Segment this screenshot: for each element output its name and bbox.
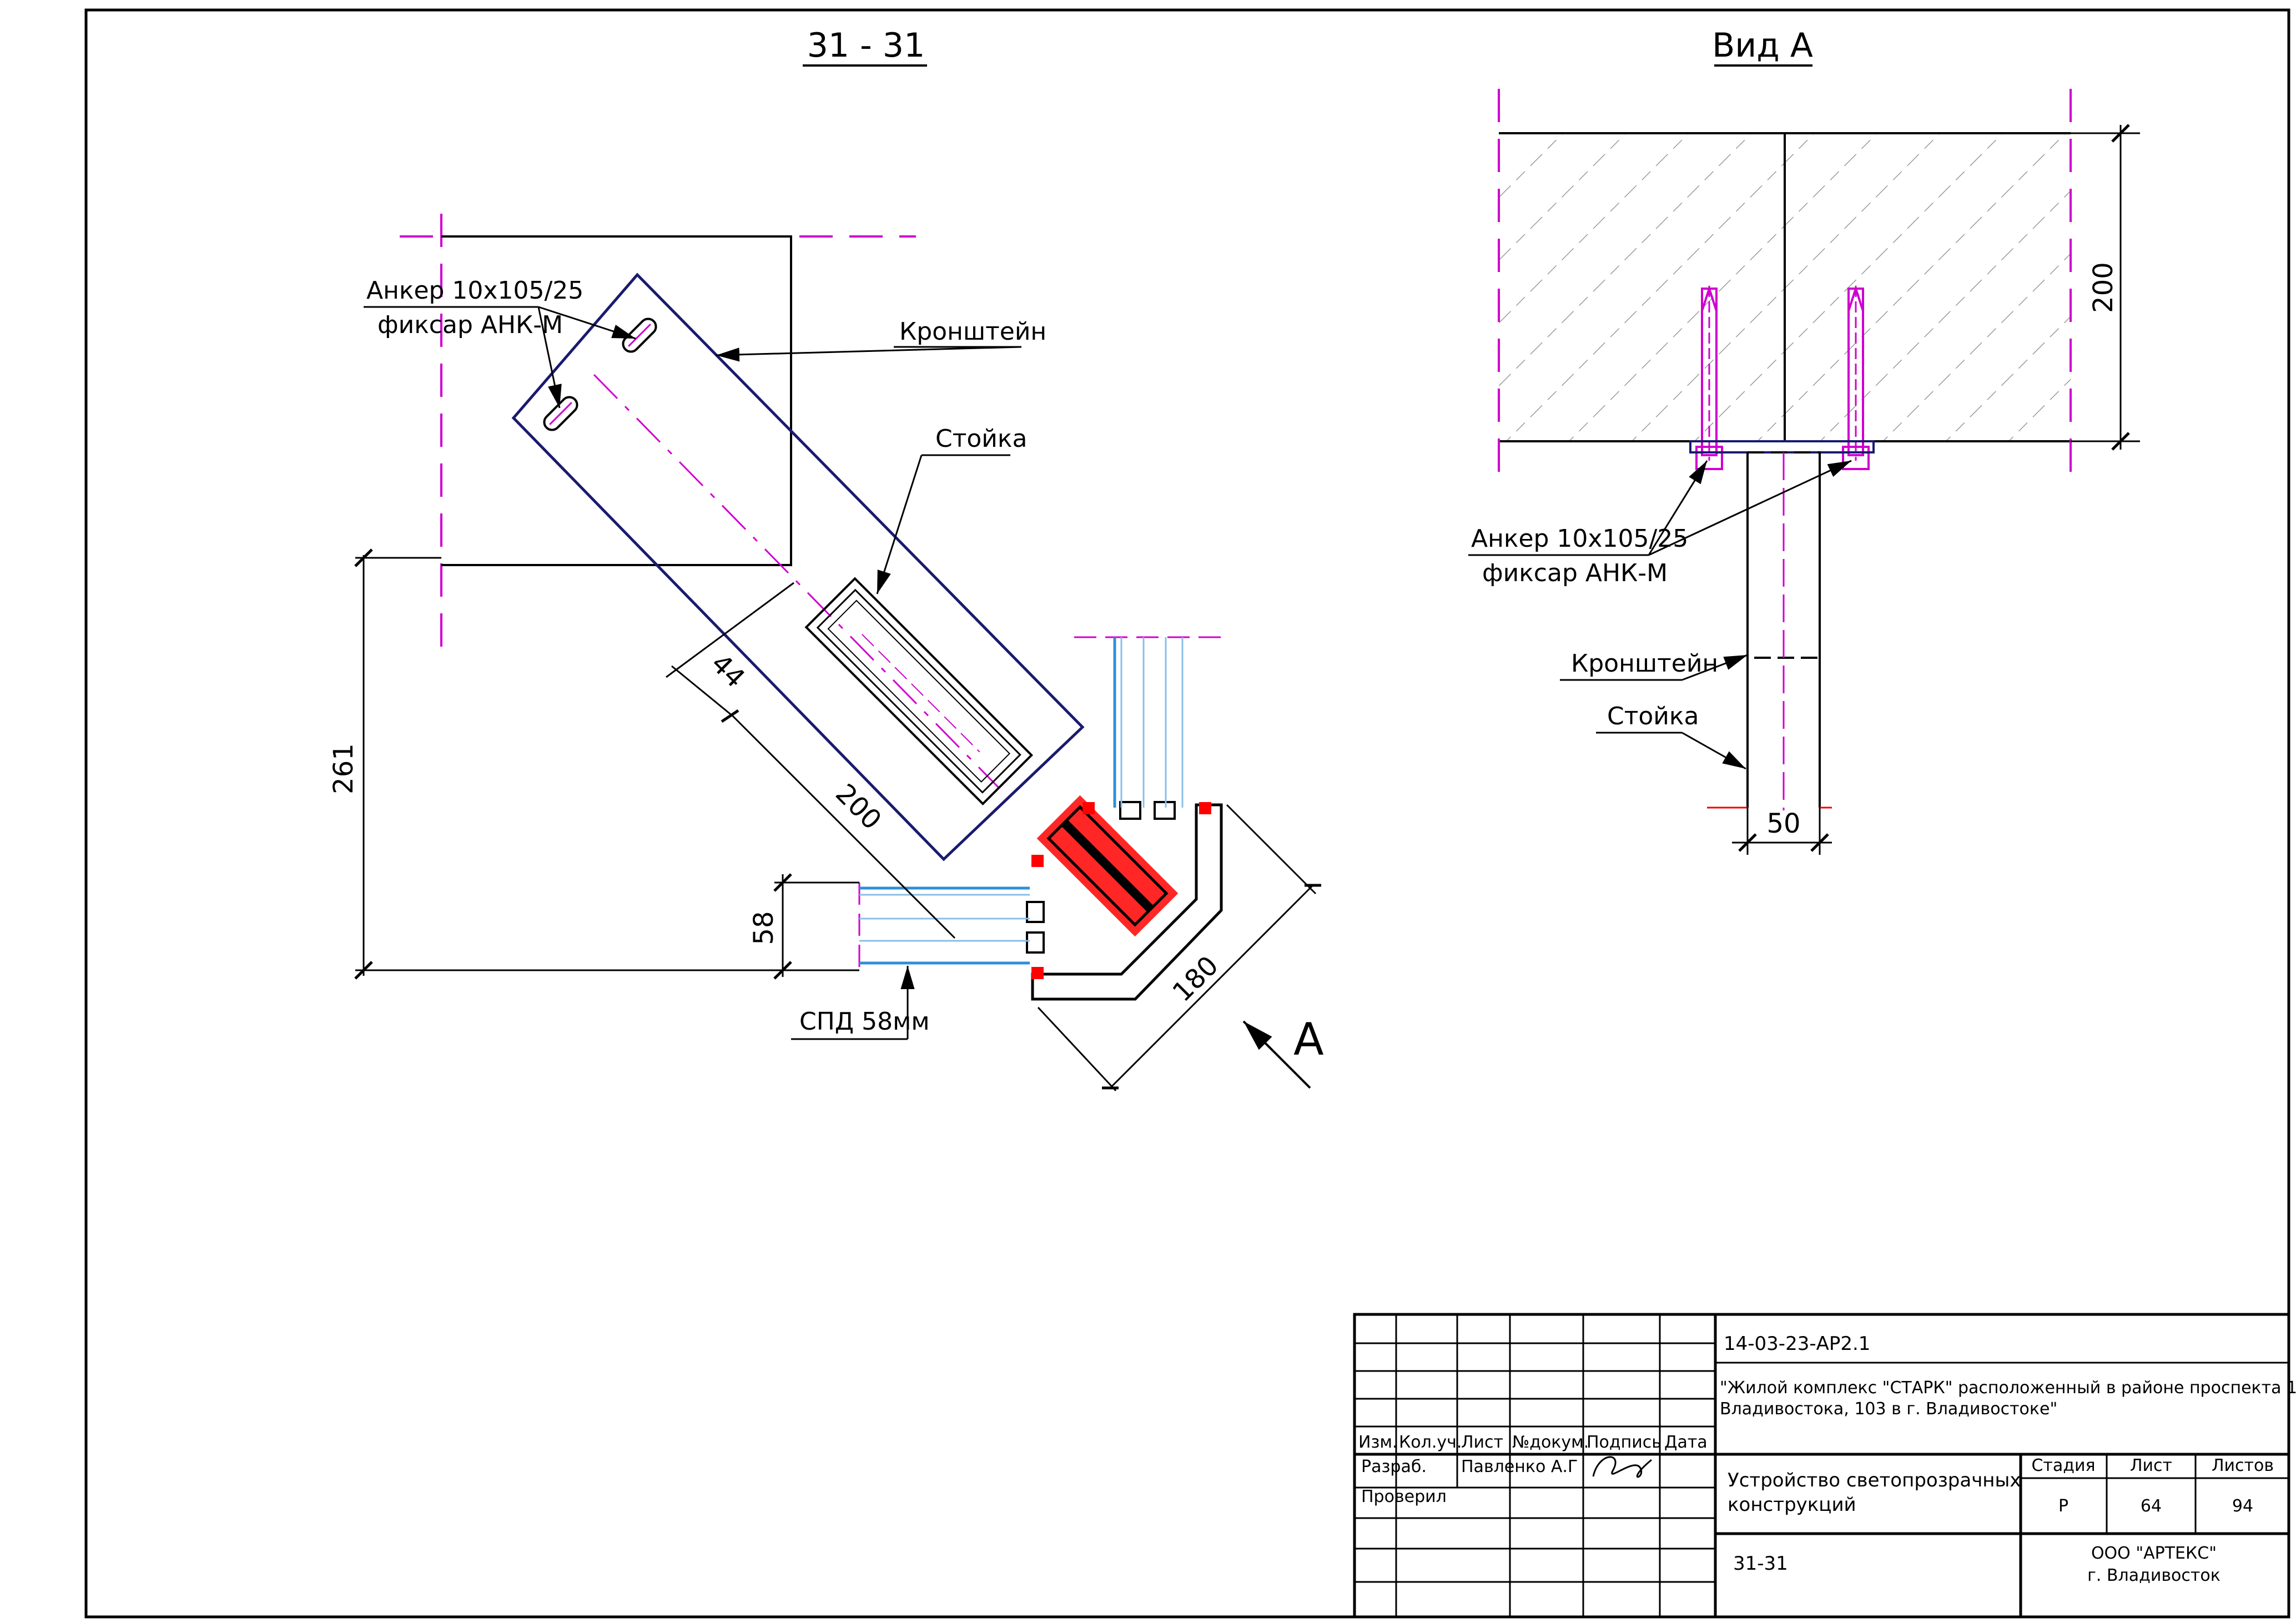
title-block bbox=[1353, 1313, 2290, 1619]
doc-title-2: конструкций bbox=[1728, 1494, 1856, 1516]
dimension-58 bbox=[773, 873, 859, 980]
corner-unit bbox=[1026, 795, 1223, 1001]
drawing-code: 14-03-23-АР2.1 bbox=[1724, 1333, 1870, 1355]
post-label: Стойка bbox=[935, 425, 1027, 453]
doc-title-1: Устройство светопрозрачных bbox=[1728, 1469, 2021, 1491]
dimension-200-left bbox=[732, 715, 956, 939]
dim-261-text: 261 bbox=[328, 743, 359, 794]
sheet-header: Лист bbox=[2130, 1456, 2172, 1475]
company-line-2: г. Владивосток bbox=[2087, 1566, 2221, 1585]
sheet-frame bbox=[84, 8, 2290, 1619]
anchor-leader-2 bbox=[537, 306, 562, 409]
hdr-ndok: №докум. bbox=[1512, 1433, 1589, 1452]
spacer-block-top-2 bbox=[1154, 801, 1176, 820]
section-31-31: 31 - 31 Анкер 10х105/25 фиксар АНК-М Кро… bbox=[328, 26, 1324, 1092]
bracket-plate bbox=[511, 273, 1085, 861]
dimension-44 bbox=[666, 582, 794, 723]
view-a-post-label: Стойка bbox=[1607, 702, 1699, 730]
seal-3 bbox=[1031, 967, 1044, 979]
developer-name: Павленко А.Г bbox=[1461, 1457, 1578, 1476]
sheet-name: 31-31 bbox=[1733, 1553, 1788, 1575]
spacer-block-left-1 bbox=[1026, 901, 1045, 923]
glass-unit-top bbox=[1074, 636, 1221, 808]
view-a-bracket-label: Кронштейн bbox=[1571, 649, 1718, 678]
project-line-2: Владивостока, 103 в г. Владивостоке" bbox=[1720, 1399, 2057, 1419]
spacer-block-left-2 bbox=[1026, 931, 1045, 954]
sheets-value: 94 bbox=[2232, 1496, 2253, 1516]
bracket-vertical bbox=[1746, 451, 1821, 659]
bracket-axis bbox=[593, 374, 1000, 789]
bracket-label: Кронштейн bbox=[899, 317, 1046, 346]
developer-signature bbox=[1592, 1456, 1652, 1478]
hdr-izm: Изм. bbox=[1358, 1433, 1398, 1452]
checked-label: Проверил bbox=[1361, 1487, 1447, 1506]
dimension-50 bbox=[1732, 808, 1832, 855]
dimension-261 bbox=[354, 548, 859, 980]
hdr-list: Лист bbox=[1461, 1433, 1503, 1452]
glass-label: СПД 58мм bbox=[799, 1007, 930, 1036]
dim-200-left-text: 200 bbox=[829, 778, 887, 835]
post-leader bbox=[876, 455, 923, 594]
hdr-data: Дата bbox=[1664, 1433, 1708, 1452]
dimension-180 bbox=[1037, 804, 1321, 1092]
mullion-post bbox=[804, 577, 1034, 806]
glass-unit-left bbox=[858, 883, 1030, 970]
section-title: 31 - 31 bbox=[807, 26, 925, 65]
corner-seals bbox=[1036, 795, 1179, 937]
project-line-1: "Жилой комплекс "СТАРК" расположенный в … bbox=[1720, 1378, 2296, 1398]
view-arrow bbox=[1242, 1020, 1311, 1089]
dim-58-text: 58 bbox=[748, 911, 779, 945]
bracket-leader bbox=[716, 346, 1022, 362]
anchor-bolt-left bbox=[1695, 285, 1723, 470]
hdr-podp: Подпись bbox=[1587, 1433, 1661, 1452]
seal-4 bbox=[1199, 802, 1211, 814]
anchor-leader-1 bbox=[538, 306, 636, 340]
dimension-200-right bbox=[2071, 124, 2140, 451]
view-a-anchor-leader-1 bbox=[1648, 460, 1708, 556]
wall-slab-outline bbox=[441, 235, 792, 566]
view-marker: A bbox=[1293, 1014, 1324, 1065]
hdr-kol: Кол.уч. bbox=[1399, 1433, 1462, 1452]
view-a-post-leader bbox=[1681, 732, 1746, 770]
stage-header: Стадия bbox=[2031, 1456, 2095, 1475]
spacer-block-top-1 bbox=[1119, 801, 1141, 820]
anchor-label-line1: Анкер 10х105/25 bbox=[366, 276, 583, 305]
sheet-value: 64 bbox=[2141, 1496, 2162, 1516]
sheets-header: Листов bbox=[2212, 1456, 2274, 1475]
view-a-bracket-leader bbox=[1681, 654, 1748, 681]
corner-pressure-cap bbox=[1031, 803, 1223, 1001]
company-line-1: ООО "АРТЕКС" bbox=[2091, 1544, 2217, 1563]
seal-2 bbox=[1031, 855, 1044, 867]
anchor-label-line2: фиксар АНК-М bbox=[377, 311, 563, 339]
developed-label: Разраб. bbox=[1361, 1457, 1427, 1476]
stage-value: Р bbox=[2058, 1496, 2068, 1516]
view-a-anchor-leader-2 bbox=[1648, 460, 1852, 556]
title-block-text: Изм. Кол.уч. Лист №докум. Подпись Дата Р… bbox=[1358, 1333, 2296, 1585]
dim-50-text: 50 bbox=[1766, 808, 1800, 839]
view-a-anchor-label-line1: Анкер 10х105/25 bbox=[1471, 525, 1688, 553]
view-a: Вид А bbox=[1468, 26, 2140, 855]
view-a-anchor-label-line2: фиксар АНК-М bbox=[1482, 559, 1668, 587]
seal-1 bbox=[1082, 802, 1095, 814]
dim-200-right-text: 200 bbox=[2088, 262, 2119, 313]
anchor-lower bbox=[543, 396, 578, 431]
view-a-title: Вид А bbox=[1712, 26, 1813, 65]
anchor-bolt-right bbox=[1842, 285, 1870, 470]
